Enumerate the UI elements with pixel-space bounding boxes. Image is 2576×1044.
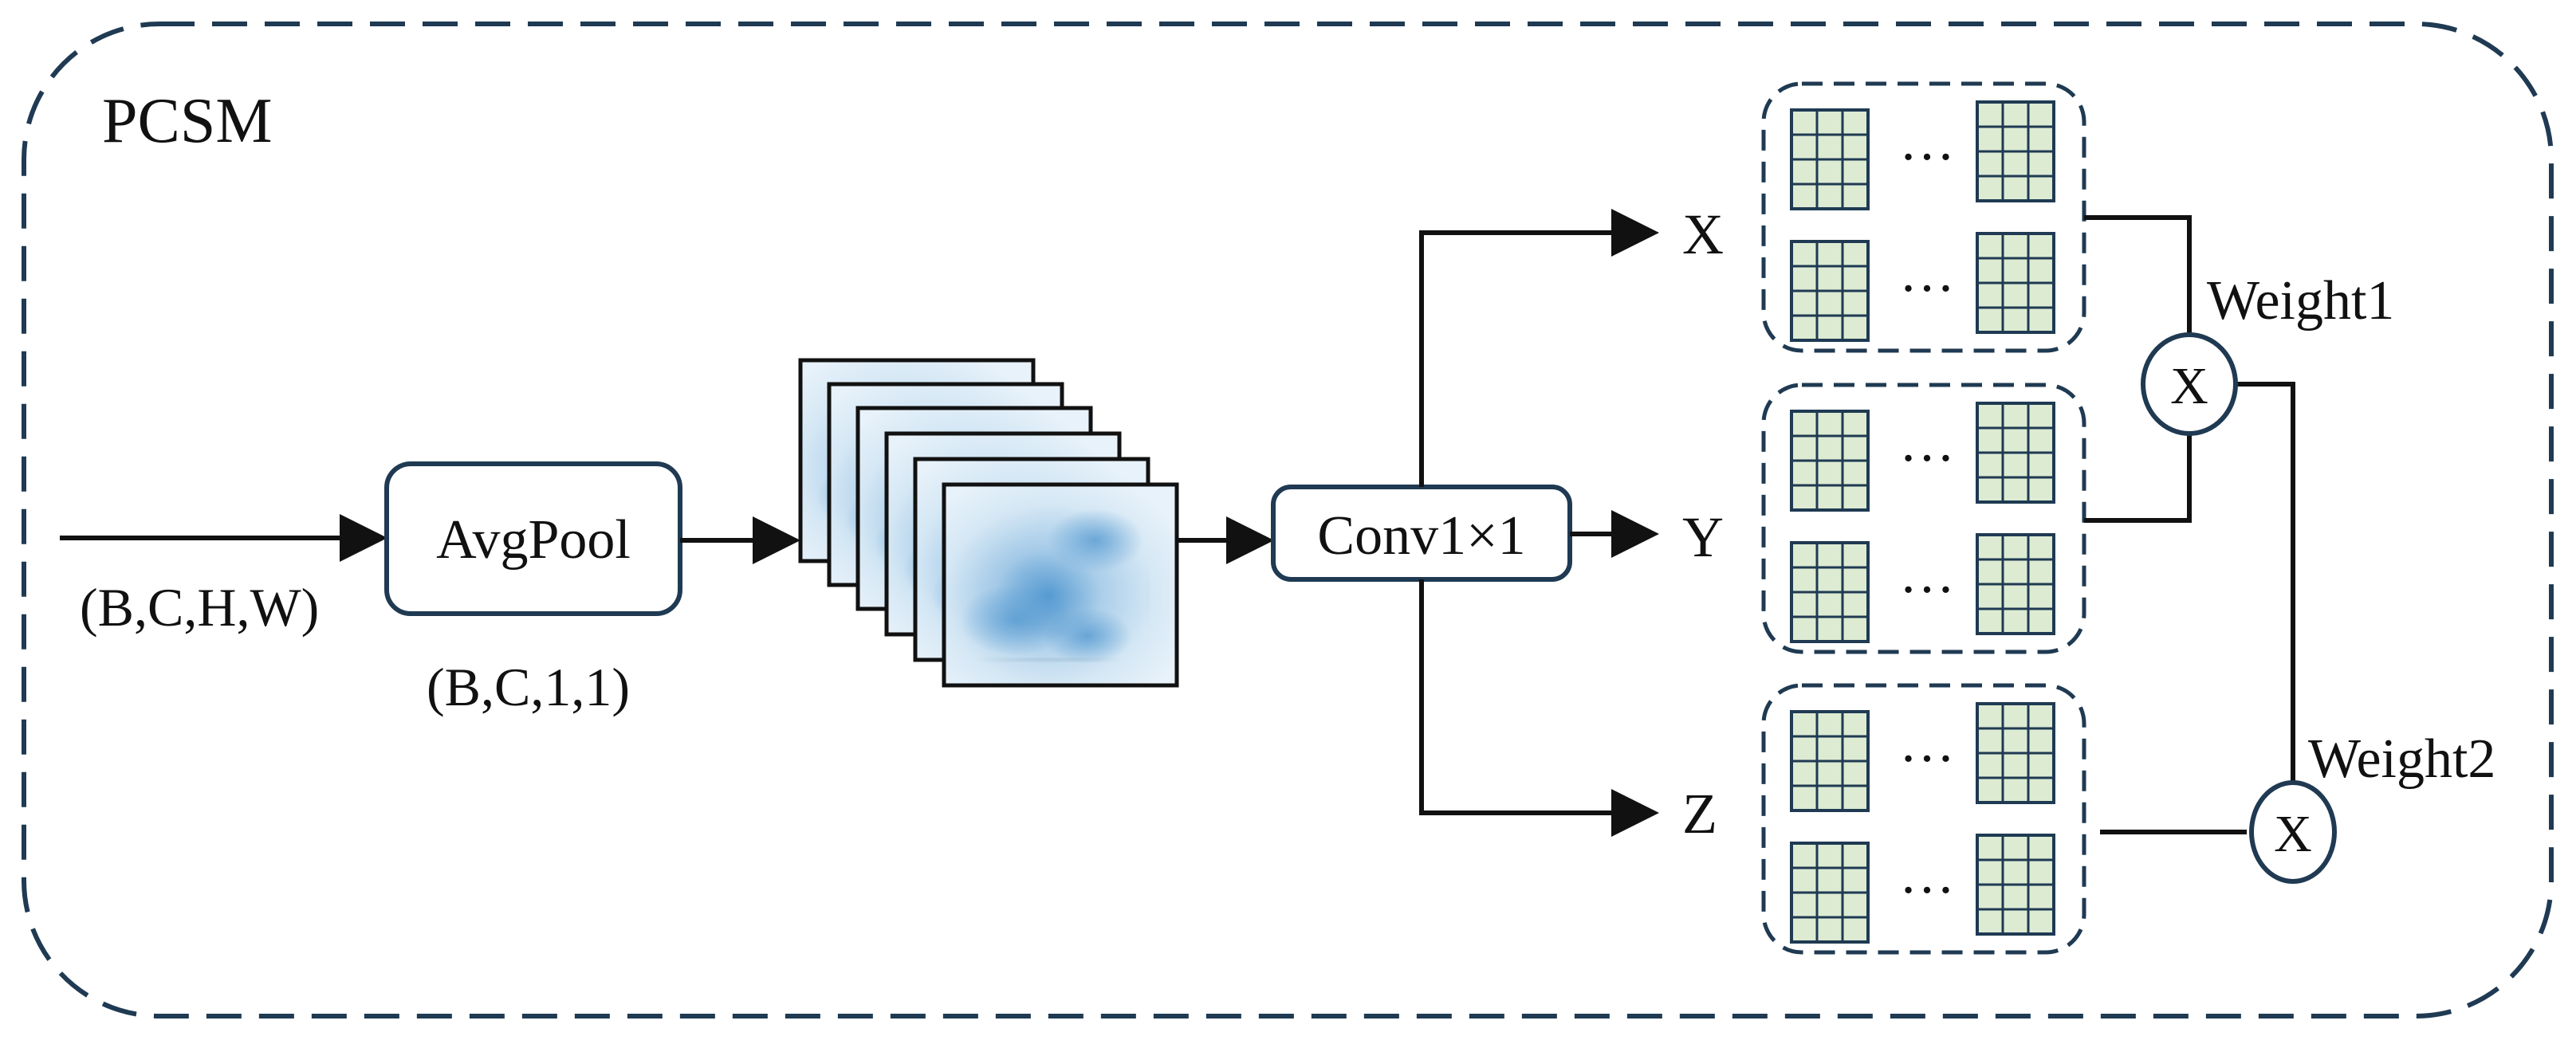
grid-icon <box>1790 240 1870 342</box>
feature-map-stack <box>798 358 1179 688</box>
pooled-shape-label: (B,C,1,1) <box>427 657 630 717</box>
conv-label: Conv1×1 <box>1317 505 1525 567</box>
grid-icon <box>1976 533 2055 635</box>
grid-icon <box>1976 402 2055 504</box>
grid-groups: ……………… <box>1761 81 2086 955</box>
mult1-to-mult2-line <box>2236 382 2295 781</box>
ellipsis: … <box>1899 111 1955 172</box>
ellipsis: … <box>1899 242 1955 304</box>
avgpool-label: AvgPool <box>436 509 631 571</box>
ellipsis: … <box>1899 844 1955 905</box>
multiply-symbol-2: X <box>2274 805 2312 863</box>
grid-icon <box>1976 834 2055 936</box>
multiply-symbol-1: X <box>2170 357 2208 415</box>
branch-x-label: X <box>1682 202 1724 266</box>
grid-icon <box>1976 100 2055 202</box>
grid-icon <box>1790 541 1870 643</box>
input-shape-label: (B,C,H,W) <box>80 577 319 638</box>
grid-icon <box>1790 842 1870 944</box>
grid-icon <box>1790 108 1870 210</box>
feature-map-6 <box>942 482 1179 688</box>
y-to-mult1-line <box>2084 431 2192 523</box>
weight1-label: Weight1 <box>2207 270 2394 332</box>
grid-group-z: …… <box>1761 683 2086 955</box>
ellipsis: … <box>1899 544 1955 605</box>
branch-z-label: Z <box>1682 782 1717 846</box>
multiply-node-2 <box>2249 780 2337 884</box>
grid-group-y: …… <box>1761 383 2086 654</box>
grid-icon <box>1976 702 2055 804</box>
grid-icon <box>1976 232 2055 334</box>
grid-group-x: …… <box>1761 81 2086 353</box>
x-to-mult1-line <box>2084 215 2192 335</box>
conv-to-x-line <box>1419 209 1659 487</box>
ellipsis: … <box>1899 712 1955 774</box>
weight2-label: Weight2 <box>2308 728 2495 790</box>
grid-icon <box>1790 410 1870 512</box>
multiply-node-1 <box>2141 332 2238 436</box>
module-title: PCSM <box>102 86 272 156</box>
branch-y-label: Y <box>1682 505 1724 569</box>
conv-to-z-line <box>1419 579 1659 837</box>
pcsm-frame <box>22 22 2554 1018</box>
ellipsis: … <box>1899 412 1955 473</box>
grid-icon <box>1790 710 1870 812</box>
